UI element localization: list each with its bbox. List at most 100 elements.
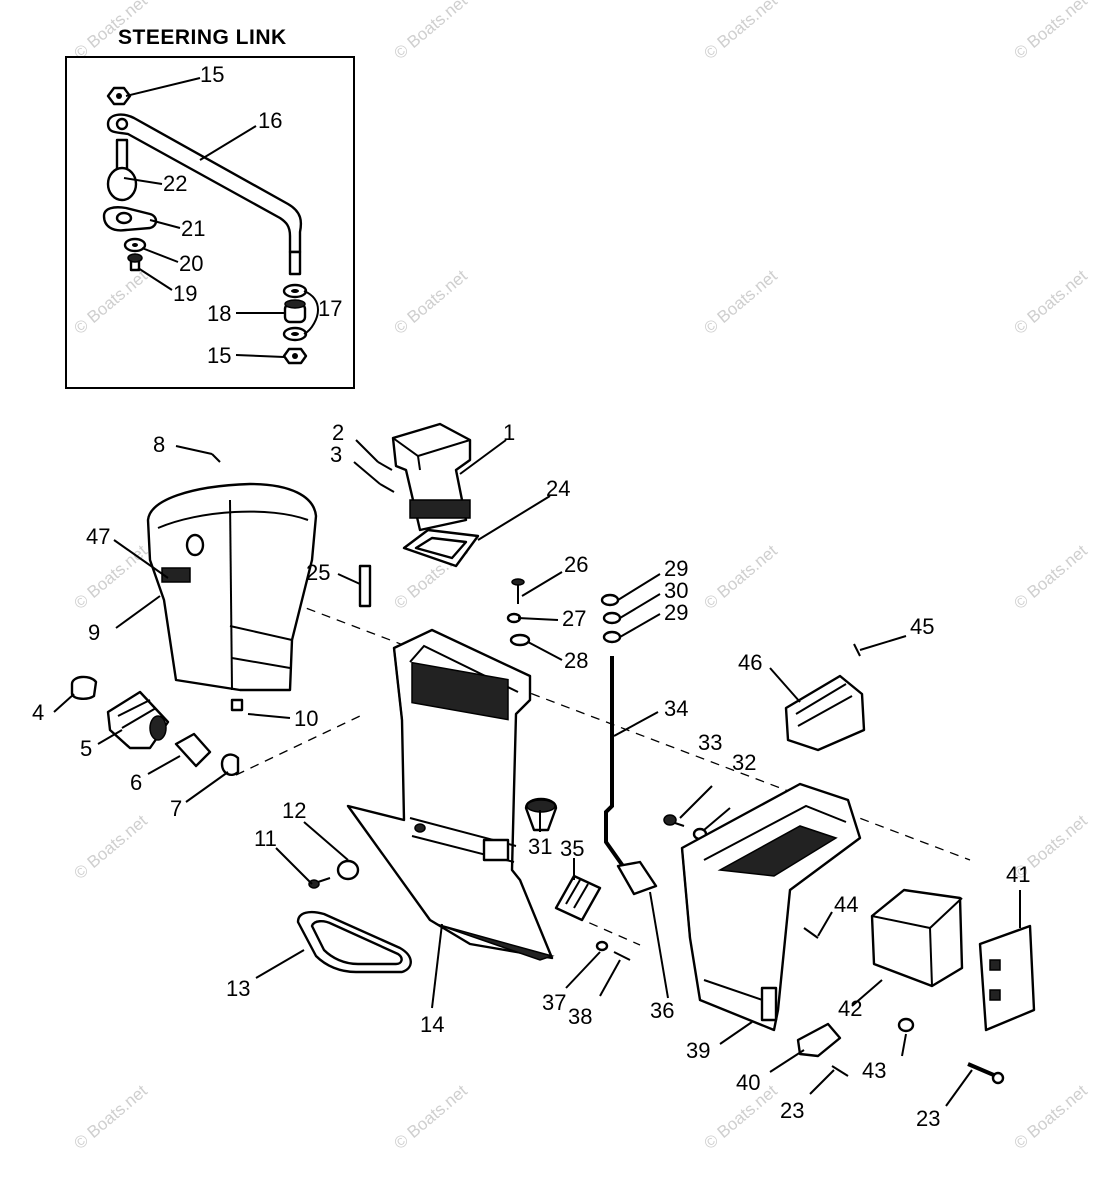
part-3-screw	[379, 483, 395, 493]
callout-32: 32	[732, 750, 756, 775]
callout-3: 3	[330, 442, 342, 467]
callout-42: 42	[838, 996, 862, 1021]
part-9-adapter-housing	[146, 482, 318, 712]
callout-8: 8	[153, 432, 165, 457]
callout-4: 4	[32, 700, 44, 725]
leader-21	[149, 219, 181, 229]
part-43-washer	[897, 1017, 915, 1033]
leaders	[53, 439, 1021, 1107]
callout-7: 7	[170, 796, 182, 821]
callout-24: 24	[546, 476, 570, 501]
callout-47: 47	[86, 524, 110, 549]
watermark: © Boats.net	[700, 541, 781, 613]
part-16-stud	[288, 250, 302, 276]
part-22-ball	[106, 166, 138, 202]
part-7-clip	[220, 753, 240, 776]
part-19-head	[127, 253, 143, 263]
watermark: © Boats.net	[390, 266, 471, 338]
part-23-screw	[967, 1062, 997, 1078]
callout-5: 5	[80, 736, 92, 761]
part-33-head	[663, 814, 677, 826]
callout-9: 9	[88, 620, 100, 645]
callout-36: 36	[650, 998, 674, 1023]
callout-1: 1	[503, 420, 515, 445]
part-5-mount	[106, 690, 170, 750]
callout-30: 30	[664, 578, 688, 603]
callout-31: 31	[528, 834, 552, 859]
watermark: © Boats.net	[70, 541, 151, 613]
callout-23b: 23	[916, 1106, 940, 1131]
part-42-plate	[870, 888, 964, 988]
callout-17: 17	[318, 296, 342, 321]
callout-34: 34	[664, 696, 688, 721]
callout-14: 14	[420, 1012, 444, 1037]
watermark: © Boats.net	[70, 1081, 151, 1153]
callout-23: 23	[780, 1098, 804, 1123]
callout-26: 26	[564, 552, 588, 577]
part-44-screw	[803, 927, 819, 939]
callout-6: 6	[130, 770, 142, 795]
leader-16	[199, 125, 257, 161]
part-15-hole	[292, 353, 298, 359]
callout-33: 33	[698, 730, 722, 755]
callout-44: 44	[834, 892, 858, 917]
callout-20: 20	[179, 251, 203, 276]
callout-35: 35	[560, 836, 584, 861]
callout-29b: 29	[664, 600, 688, 625]
leader-15	[125, 77, 201, 97]
part-36-rod-end	[616, 860, 658, 896]
watermark: © Boats.net	[1010, 1081, 1091, 1153]
part-23-screw	[831, 1065, 849, 1077]
part-13-seal-inner	[310, 920, 403, 966]
part-21-hole	[115, 211, 133, 225]
leader-22	[123, 177, 163, 185]
callout-25: 25	[306, 560, 330, 585]
callout-29: 29	[664, 556, 688, 581]
part-40-clip	[796, 1022, 842, 1058]
callout-18: 18	[207, 301, 231, 326]
callout-45: 45	[910, 614, 934, 639]
watermark: © Boats.net	[700, 266, 781, 338]
callout-16: 16	[258, 108, 282, 133]
leader-15b	[235, 354, 285, 358]
part-2-screw	[377, 461, 393, 471]
callout-40: 40	[736, 1070, 760, 1095]
part-24-gasket-inner	[414, 536, 468, 560]
callout-37: 37	[542, 990, 566, 1015]
part-45-screw	[853, 643, 861, 657]
part-16-eye	[115, 117, 129, 131]
callout-2: 2	[332, 420, 344, 445]
part-38-screw	[613, 951, 631, 961]
part-1-exhaust-tube	[391, 422, 472, 532]
callout-12: 12	[282, 798, 306, 823]
part-25-pin	[358, 564, 372, 608]
watermark: © Boats.net	[390, 0, 471, 63]
watermark: © Boats.net	[390, 1081, 471, 1153]
part-39-housing	[680, 782, 862, 1032]
part-4-cap	[70, 675, 98, 700]
watermark: © Boats.net	[70, 811, 151, 883]
callout-13: 13	[226, 976, 250, 1001]
callout-21: 21	[181, 216, 205, 241]
callout-43: 43	[862, 1058, 886, 1083]
watermark: © Boats.net	[1010, 0, 1091, 63]
part-41-anode	[978, 924, 1036, 1032]
leader-20	[141, 247, 179, 263]
watermark: © Boats.net	[1010, 266, 1091, 338]
part-20-hole	[132, 243, 138, 247]
part-29-nut	[600, 593, 620, 607]
part-30-washer	[602, 611, 622, 625]
callout-10: 10	[294, 706, 318, 731]
inset-frame	[65, 56, 355, 389]
watermark: © Boats.net	[700, 0, 781, 63]
callout-38: 38	[568, 1004, 592, 1029]
callout-46: 46	[738, 650, 762, 675]
part-17-hole	[291, 332, 299, 336]
part-17-hole	[291, 289, 299, 293]
part-46-cover	[784, 674, 866, 752]
part-23-head	[991, 1071, 1005, 1085]
centre-line	[559, 909, 641, 946]
callout-15: 15	[200, 62, 224, 87]
part-37-washer	[595, 940, 609, 952]
part-12-plug	[336, 859, 360, 881]
